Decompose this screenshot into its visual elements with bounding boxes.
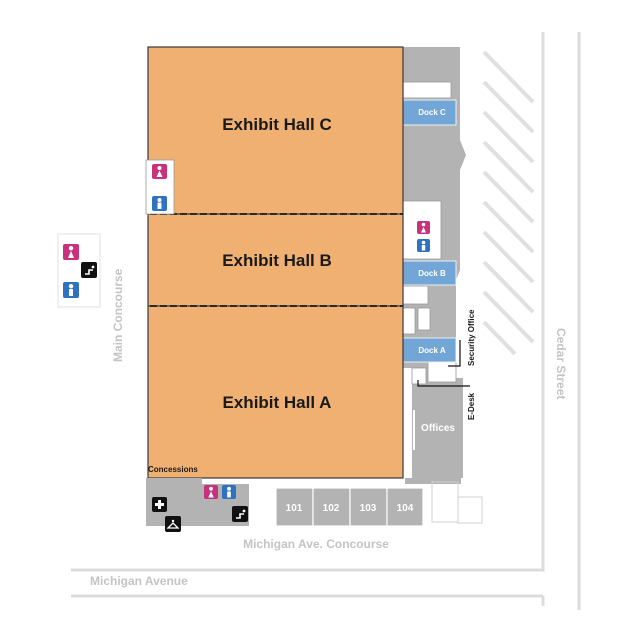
cedar-street-label: Cedar Street <box>554 328 568 399</box>
dock-a-label: Dock A <box>418 346 445 355</box>
entry-vestibule <box>431 481 483 524</box>
security-office-callout <box>448 340 461 367</box>
room-103[interactable] <box>349 487 388 527</box>
room-102[interactable] <box>312 487 351 527</box>
dock-b[interactable]: Dock B <box>402 260 457 286</box>
michigan-concourse-label: Michigan Ave. Concourse <box>243 537 389 551</box>
mens-restroom-icon[interactable] <box>63 282 79 298</box>
dock-b-label: Dock B <box>418 269 446 278</box>
first-aid-icon[interactable] <box>152 497 167 512</box>
room-104-label: 104 <box>397 503 414 514</box>
room-102-label: 102 <box>323 503 340 514</box>
exhibit-hall-c-label: Exhibit Hall C <box>222 115 332 134</box>
meeting-rooms <box>275 487 424 527</box>
dock-c-label: Dock C <box>418 108 446 117</box>
mens-restroom-icon[interactable] <box>417 239 430 252</box>
drinking-fountain-icon[interactable] <box>81 262 97 278</box>
room-104[interactable] <box>386 487 424 527</box>
womens-restroom-icon[interactable] <box>204 485 218 499</box>
street-lines <box>71 32 581 610</box>
dock-a[interactable]: Dock A <box>402 337 457 363</box>
security-office-label: Security Office <box>467 309 476 366</box>
drinking-fountain-icon[interactable] <box>232 506 248 522</box>
e-desk-callout <box>417 380 470 387</box>
exhibit-hall-c[interactable]: Exhibit Hall C <box>147 46 404 215</box>
exhibit-hall-a-label: Exhibit Hall A <box>223 393 332 412</box>
room-101-label: 101 <box>286 503 303 514</box>
womens-restroom-icon[interactable] <box>152 164 167 179</box>
e-desk-label: E-Desk <box>467 392 476 420</box>
hall-dividers <box>150 213 403 307</box>
room-103-label: 103 <box>360 503 377 514</box>
exhibit-hall-b[interactable]: Exhibit Hall B <box>147 213 404 307</box>
mens-restroom-icon[interactable] <box>222 485 236 499</box>
coat-check-icon[interactable] <box>165 516 181 532</box>
offices-label: Offices <box>421 423 455 434</box>
dock-c[interactable]: Dock C <box>402 99 457 126</box>
parking-hatching <box>482 50 535 356</box>
main-concourse-label: Main Concourse <box>111 268 125 362</box>
exhibit-hall-b-label: Exhibit Hall B <box>222 251 332 270</box>
concessions-label: Concessions <box>148 465 198 474</box>
mens-restroom-icon[interactable] <box>152 196 167 211</box>
womens-restroom-icon[interactable] <box>63 244 79 260</box>
womens-restroom-icon[interactable] <box>417 221 430 234</box>
room-101[interactable] <box>275 487 314 527</box>
michigan-avenue-label: Michigan Avenue <box>90 574 188 588</box>
exhibit-hall-a[interactable]: Exhibit Hall A <box>147 305 404 479</box>
